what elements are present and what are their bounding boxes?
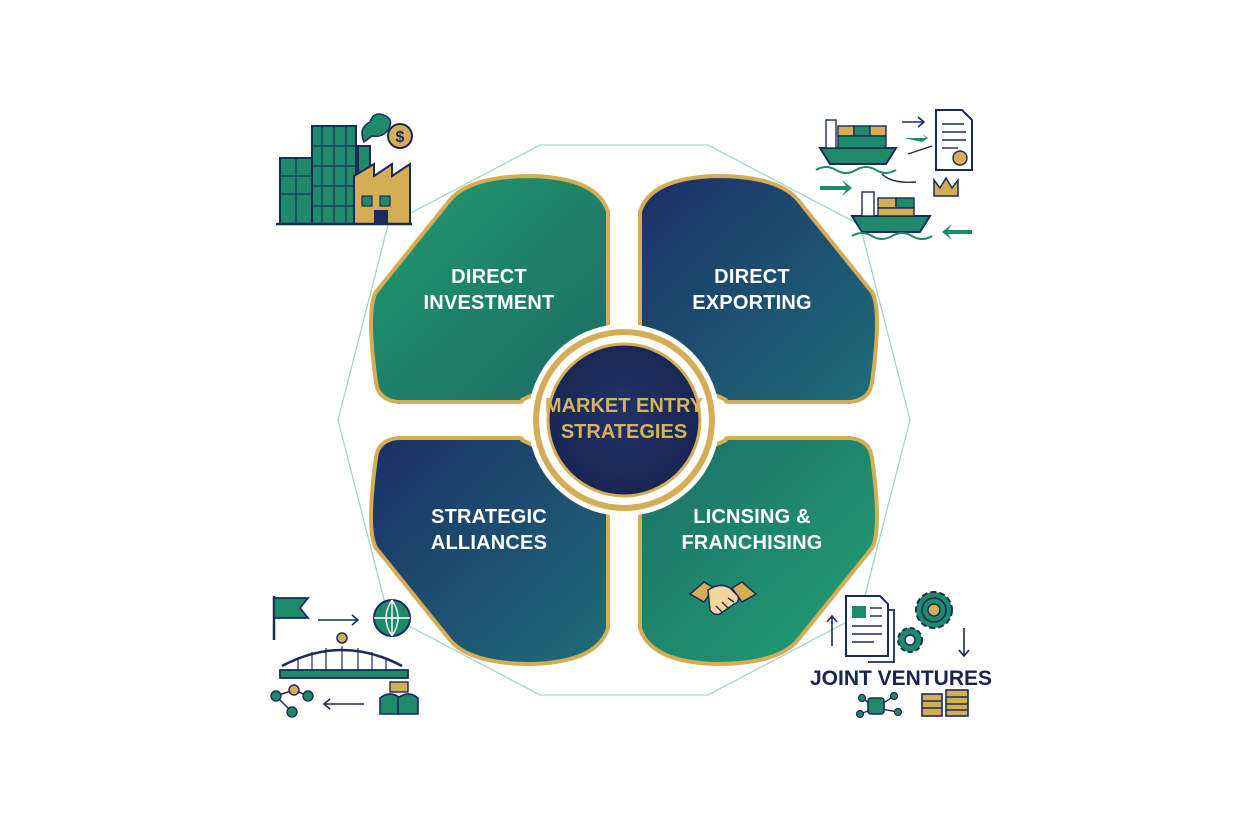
quadrant-direct-exporting[interactable]: DIRECT EXPORTING — [638, 174, 879, 404]
joint-ventures-label: JOINT VENTURES — [810, 667, 992, 690]
shipping-export-icon — [815, 109, 973, 240]
svg-text:$: $ — [396, 129, 405, 146]
quadrant-label-line2: EXPORTING — [692, 292, 812, 314]
quadrant-label-line1: LICNSING & — [693, 506, 811, 528]
city-factory-dollar-icon: $ — [276, 113, 413, 226]
quadrant-label-line1: DIRECT — [451, 266, 527, 288]
handshake-icon — [688, 581, 758, 616]
center-title-line2: STRATEGIES — [561, 421, 687, 443]
documents-gears-coins-icon: JOINT VENTURES — [810, 591, 992, 719]
quadrant-label-line2: INVESTMENT — [424, 292, 555, 314]
center-title-line1: MARKET ENTRY — [545, 395, 704, 417]
quadrant-label-line2: FRANCHISING — [681, 532, 822, 554]
outer-octagon-outline — [337, 144, 911, 696]
quadrant-direct-investment[interactable]: DIRECT INVESTMENT — [369, 174, 610, 404]
quadrant-licensing-franchising[interactable]: LICNSING & FRANCHISING — [638, 436, 879, 666]
quadrant-label-line1: DIRECT — [714, 266, 790, 288]
quadrant-label-line2: ALLIANCES — [431, 532, 547, 554]
quadrant-label-line1: STRATEGIC — [431, 506, 547, 528]
center-hub[interactable]: MARKET ENTRY STRATEGIES — [528, 324, 720, 516]
flag-globe-bridge-icon — [270, 596, 419, 718]
dollar-coin-icon — [387, 123, 413, 149]
